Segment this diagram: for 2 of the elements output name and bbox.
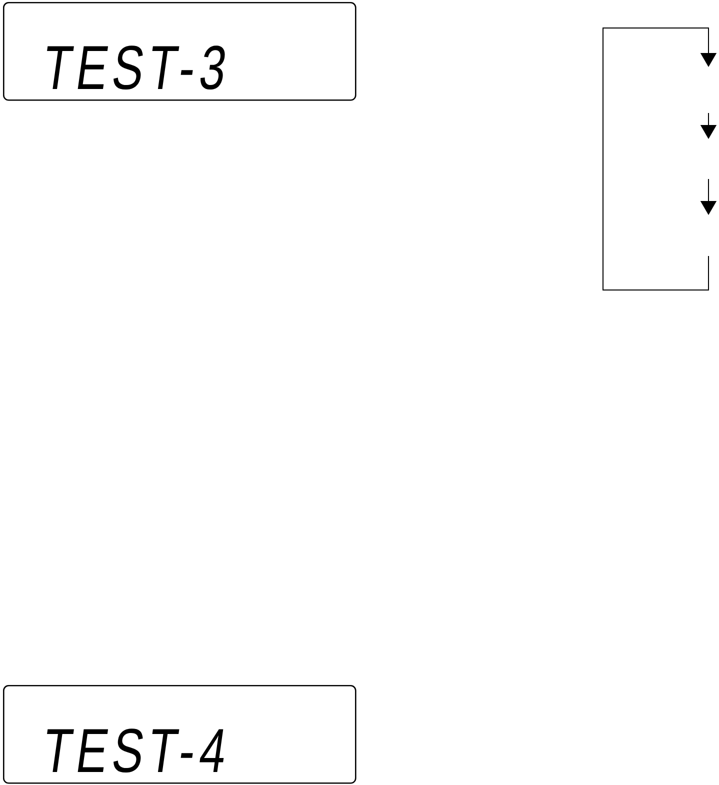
lcd-display: TEST-3 (3, 2, 356, 101)
lcd-display: TEST-4 (3, 685, 356, 784)
